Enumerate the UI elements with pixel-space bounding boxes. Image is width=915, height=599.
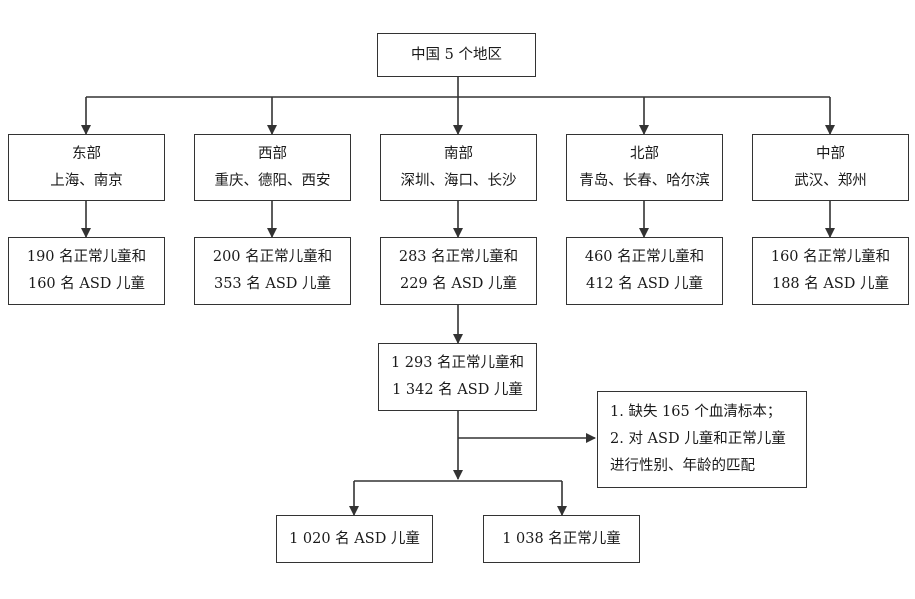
outcome-label: 1 020 名 ASD 儿童 — [289, 530, 420, 547]
count-line: 190 名正常儿童和 — [26, 249, 147, 265]
count-line: 283 名正常儿童和 — [398, 249, 519, 265]
total-line: 1 342 名 ASD 儿童 — [392, 382, 523, 398]
region-cities: 上海、南京 — [50, 172, 123, 189]
exclusion-line: 1. 缺失 165 个血清标本； — [610, 404, 782, 420]
region-box-central: 中部 武汉、郑州 — [752, 134, 909, 201]
region-box-east: 东部 上海、南京 — [8, 134, 165, 201]
region-cities: 深圳、海口、长沙 — [400, 172, 517, 189]
region-name: 北部 — [630, 145, 659, 162]
outcome-box-normal: 1 038 名正常儿童 — [483, 515, 640, 563]
count-box-west: 200 名正常儿童和 353 名 ASD 儿童 — [194, 237, 351, 305]
count-box-east: 190 名正常儿童和 160 名 ASD 儿童 — [8, 237, 165, 305]
count-line: 229 名 ASD 儿童 — [399, 276, 518, 292]
region-name: 南部 — [444, 145, 473, 162]
exclusion-line: 2. 对 ASD 儿童和正常儿童 — [610, 431, 786, 447]
top-label: 中国 5 个地区 — [411, 46, 502, 63]
region-box-west: 西部 重庆、德阳、西安 — [194, 134, 351, 201]
region-box-north: 北部 青岛、长春、哈尔滨 — [566, 134, 723, 201]
region-box-south: 南部 深圳、海口、长沙 — [380, 134, 537, 201]
count-line: 460 名正常儿童和 — [584, 249, 705, 265]
outcome-box-asd: 1 020 名 ASD 儿童 — [276, 515, 433, 563]
total-box: 1 293 名正常儿童和 1 342 名 ASD 儿童 — [378, 343, 537, 411]
count-line: 160 名 ASD 儿童 — [27, 276, 146, 292]
top-box: 中国 5 个地区 — [377, 33, 536, 77]
region-name: 西部 — [258, 145, 287, 162]
count-line: 353 名 ASD 儿童 — [213, 276, 332, 292]
region-cities: 武汉、郑州 — [794, 172, 867, 189]
region-name: 东部 — [72, 145, 101, 162]
exclusion-line: 进行性别、年龄的匹配 — [610, 458, 755, 474]
count-line: 412 名 ASD 儿童 — [585, 276, 704, 292]
region-cities: 重庆、德阳、西安 — [214, 172, 331, 189]
count-box-south: 283 名正常儿童和 229 名 ASD 儿童 — [380, 237, 537, 305]
region-cities: 青岛、长春、哈尔滨 — [579, 172, 710, 189]
count-line: 160 名正常儿童和 — [770, 249, 891, 265]
count-box-north: 460 名正常儿童和 412 名 ASD 儿童 — [566, 237, 723, 305]
count-line: 188 名 ASD 儿童 — [771, 276, 890, 292]
total-line: 1 293 名正常儿童和 — [390, 355, 525, 371]
region-name: 中部 — [816, 145, 845, 162]
exclusion-box: 1. 缺失 165 个血清标本； 2. 对 ASD 儿童和正常儿童 进行性别、年… — [597, 391, 807, 488]
count-line: 200 名正常儿童和 — [212, 249, 333, 265]
outcome-label: 1 038 名正常儿童 — [502, 530, 621, 547]
count-box-central: 160 名正常儿童和 188 名 ASD 儿童 — [752, 237, 909, 305]
